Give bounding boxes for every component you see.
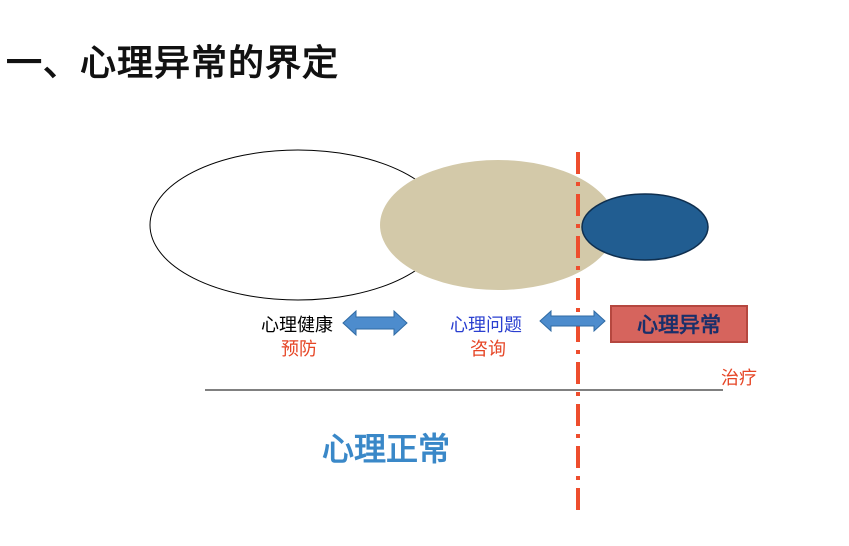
label-normal: 心理正常 xyxy=(322,430,451,468)
label-prevention: 预防 xyxy=(281,339,317,360)
problem-ellipse xyxy=(380,160,616,290)
double-arrow-right xyxy=(539,309,606,333)
label-counseling: 咨询 xyxy=(470,339,506,360)
abnormal-box: 心理异常 xyxy=(610,305,748,343)
label-treatment: 治疗 xyxy=(721,368,757,389)
label-problem: 心理问题 xyxy=(450,315,522,336)
label-abnormal: 心理异常 xyxy=(637,313,721,337)
label-health: 心理健康 xyxy=(261,315,333,336)
double-arrow-left xyxy=(342,309,408,337)
page-title: 一、心理异常的界定 xyxy=(6,43,340,84)
abnormal-ellipse xyxy=(581,193,709,261)
